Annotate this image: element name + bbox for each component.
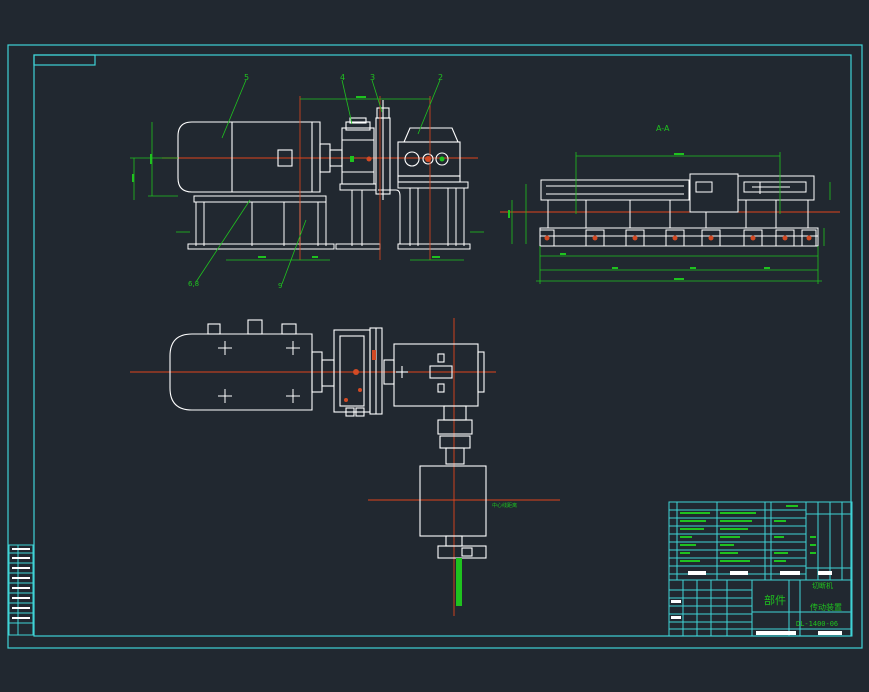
title-name-line1: 切断机 (812, 581, 833, 590)
balloon-6-8: 6,8 (188, 280, 199, 288)
title-block-white-text (671, 571, 842, 635)
plan-hatch (344, 350, 376, 402)
margin-table-text (12, 548, 30, 619)
title-block (668, 501, 853, 637)
section-dimensions (511, 152, 831, 284)
section-geometry (539, 173, 819, 247)
margin-table (8, 544, 34, 636)
motor-plan (169, 319, 335, 411)
gear-green (350, 156, 445, 162)
gearbox-plan (393, 343, 485, 465)
balloon-9: 9 (278, 282, 282, 290)
balloon-4: 4 (340, 73, 345, 82)
section-bolts (544, 235, 812, 241)
gear-hatch (366, 156, 431, 162)
section-label: A-A (656, 124, 670, 133)
reducer-plan (333, 327, 395, 417)
drawing-number: DL-1400-06 (796, 620, 838, 628)
front-dim-text (132, 96, 440, 258)
plan-view: 中心线距离 (130, 318, 560, 616)
reducer-front (341, 100, 391, 200)
balloon-5: 5 (244, 73, 249, 82)
balloon-2: 2 (438, 73, 443, 82)
base-frame-front (187, 181, 471, 250)
drawing-frame (7, 44, 863, 649)
output-shaft (456, 558, 462, 606)
title-name-line2: 传动装置 (810, 602, 842, 612)
front-view: 5 4 3 2 6,8 9 (130, 73, 484, 290)
cutter-plan (419, 465, 487, 559)
dimension-note: 中心线距离 (492, 502, 517, 509)
motor-plan-crosses (218, 341, 300, 403)
section-a-a-view: A-A (500, 124, 840, 284)
title-category: 部件 (764, 593, 786, 607)
title-block-text (680, 505, 816, 562)
balloon-3: 3 (370, 73, 375, 82)
gearbox-front (397, 127, 461, 183)
motor-front (177, 121, 343, 193)
section-dim-text (508, 153, 770, 280)
front-vertical-centerlines (299, 96, 431, 260)
